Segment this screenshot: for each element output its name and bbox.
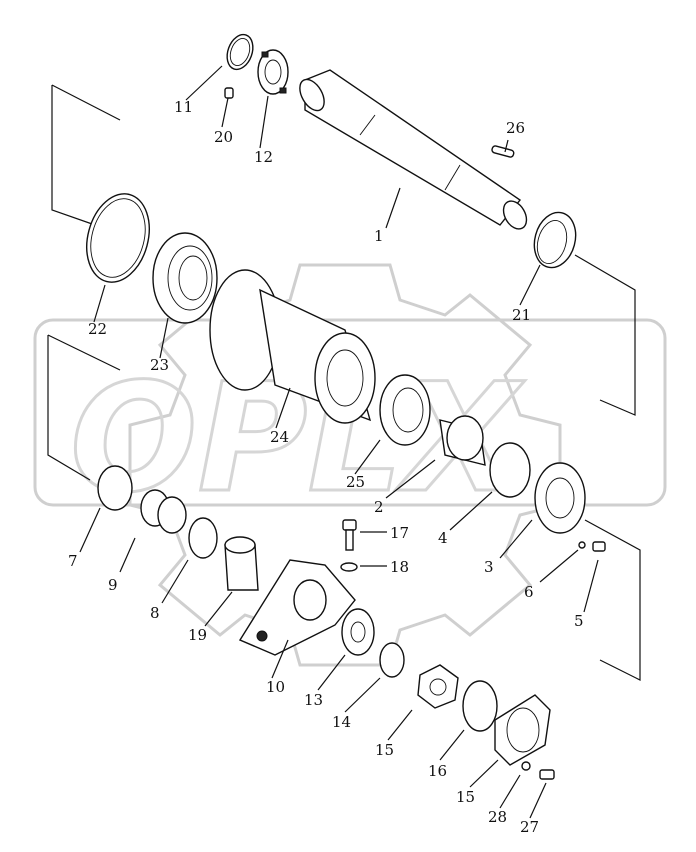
part-cover-25 — [494, 694, 551, 766]
part-bolt-18 — [342, 519, 357, 551]
part-snap-ring-3 — [226, 33, 254, 71]
group-brackets — [47, 84, 641, 681]
bracket-upper-right — [574, 254, 636, 416]
part-nut-24 — [417, 664, 459, 709]
part-hub-8 — [209, 269, 376, 424]
part-labels: 11 20 12 26 1 21 22 23 24 25 2 4 3 5 6 7… — [68, 98, 584, 836]
part-o-ring-12 — [489, 442, 531, 498]
label-9: 25 — [346, 473, 365, 491]
label-15b: 8 — [150, 604, 160, 622]
part-spacer-22 — [341, 608, 375, 656]
label-18: 17 — [390, 524, 409, 542]
leader-lines — [79, 65, 599, 819]
label-12: 4 — [438, 529, 448, 547]
part-bolt-27 — [539, 769, 555, 780]
label-15a: 7 — [68, 552, 78, 570]
label-1: 1 — [374, 227, 384, 245]
label-6: 22 — [88, 320, 107, 338]
label-2: 12 — [254, 148, 273, 166]
label-27: 27 — [520, 818, 539, 836]
part-washer-14 — [578, 541, 586, 549]
label-20: 19 — [188, 626, 207, 644]
part-sleeve-10 — [439, 415, 486, 466]
label-13: 5 — [574, 612, 584, 630]
label-17: 10 — [266, 678, 285, 696]
label-28: 28 — [488, 808, 507, 826]
part-spacer-5 — [533, 211, 577, 269]
part-seal-16 — [140, 489, 187, 534]
part-bearing-9 — [379, 374, 431, 446]
label-7: 23 — [150, 356, 169, 374]
label-8: 24 — [270, 428, 289, 446]
label-19: 18 — [390, 558, 409, 576]
label-10: 2 — [374, 498, 384, 516]
part-nut-11 — [534, 462, 586, 534]
part-key-21 — [491, 145, 515, 158]
label-21: 26 — [506, 119, 525, 137]
label-24: 15 — [375, 741, 394, 759]
bracket-lower-left — [47, 335, 91, 481]
part-bracket-17 — [238, 559, 356, 656]
label-5: 21 — [512, 306, 531, 324]
part-shaft-1 — [299, 69, 528, 230]
part-snap-ring-6 — [86, 193, 150, 283]
part-lock-nut-2 — [257, 49, 289, 95]
bracket-lower-right — [584, 519, 641, 681]
part-o-ring-26 — [462, 680, 498, 732]
label-11: 3 — [484, 558, 494, 576]
label-23: 14 — [332, 713, 351, 731]
label-14: 6 — [524, 583, 534, 601]
part-washer-23 — [379, 642, 405, 678]
label-25: 15 — [456, 788, 475, 806]
part-screw-4 — [224, 87, 234, 99]
label-3: 11 — [174, 98, 193, 116]
label-16: 9 — [108, 576, 118, 594]
label-26: 16 — [428, 762, 447, 780]
part-bushing-20 — [224, 536, 259, 591]
part-o-ring-15b — [188, 517, 218, 559]
part-bolt-13 — [592, 541, 606, 552]
label-22: 13 — [304, 691, 323, 709]
part-bearing-7 — [152, 232, 218, 324]
part-o-ring-15a — [97, 465, 133, 511]
label-4: 20 — [214, 128, 233, 146]
bracket-upper-left — [51, 85, 96, 226]
part-washer-19 — [340, 562, 358, 572]
part-washer-28 — [521, 761, 531, 771]
